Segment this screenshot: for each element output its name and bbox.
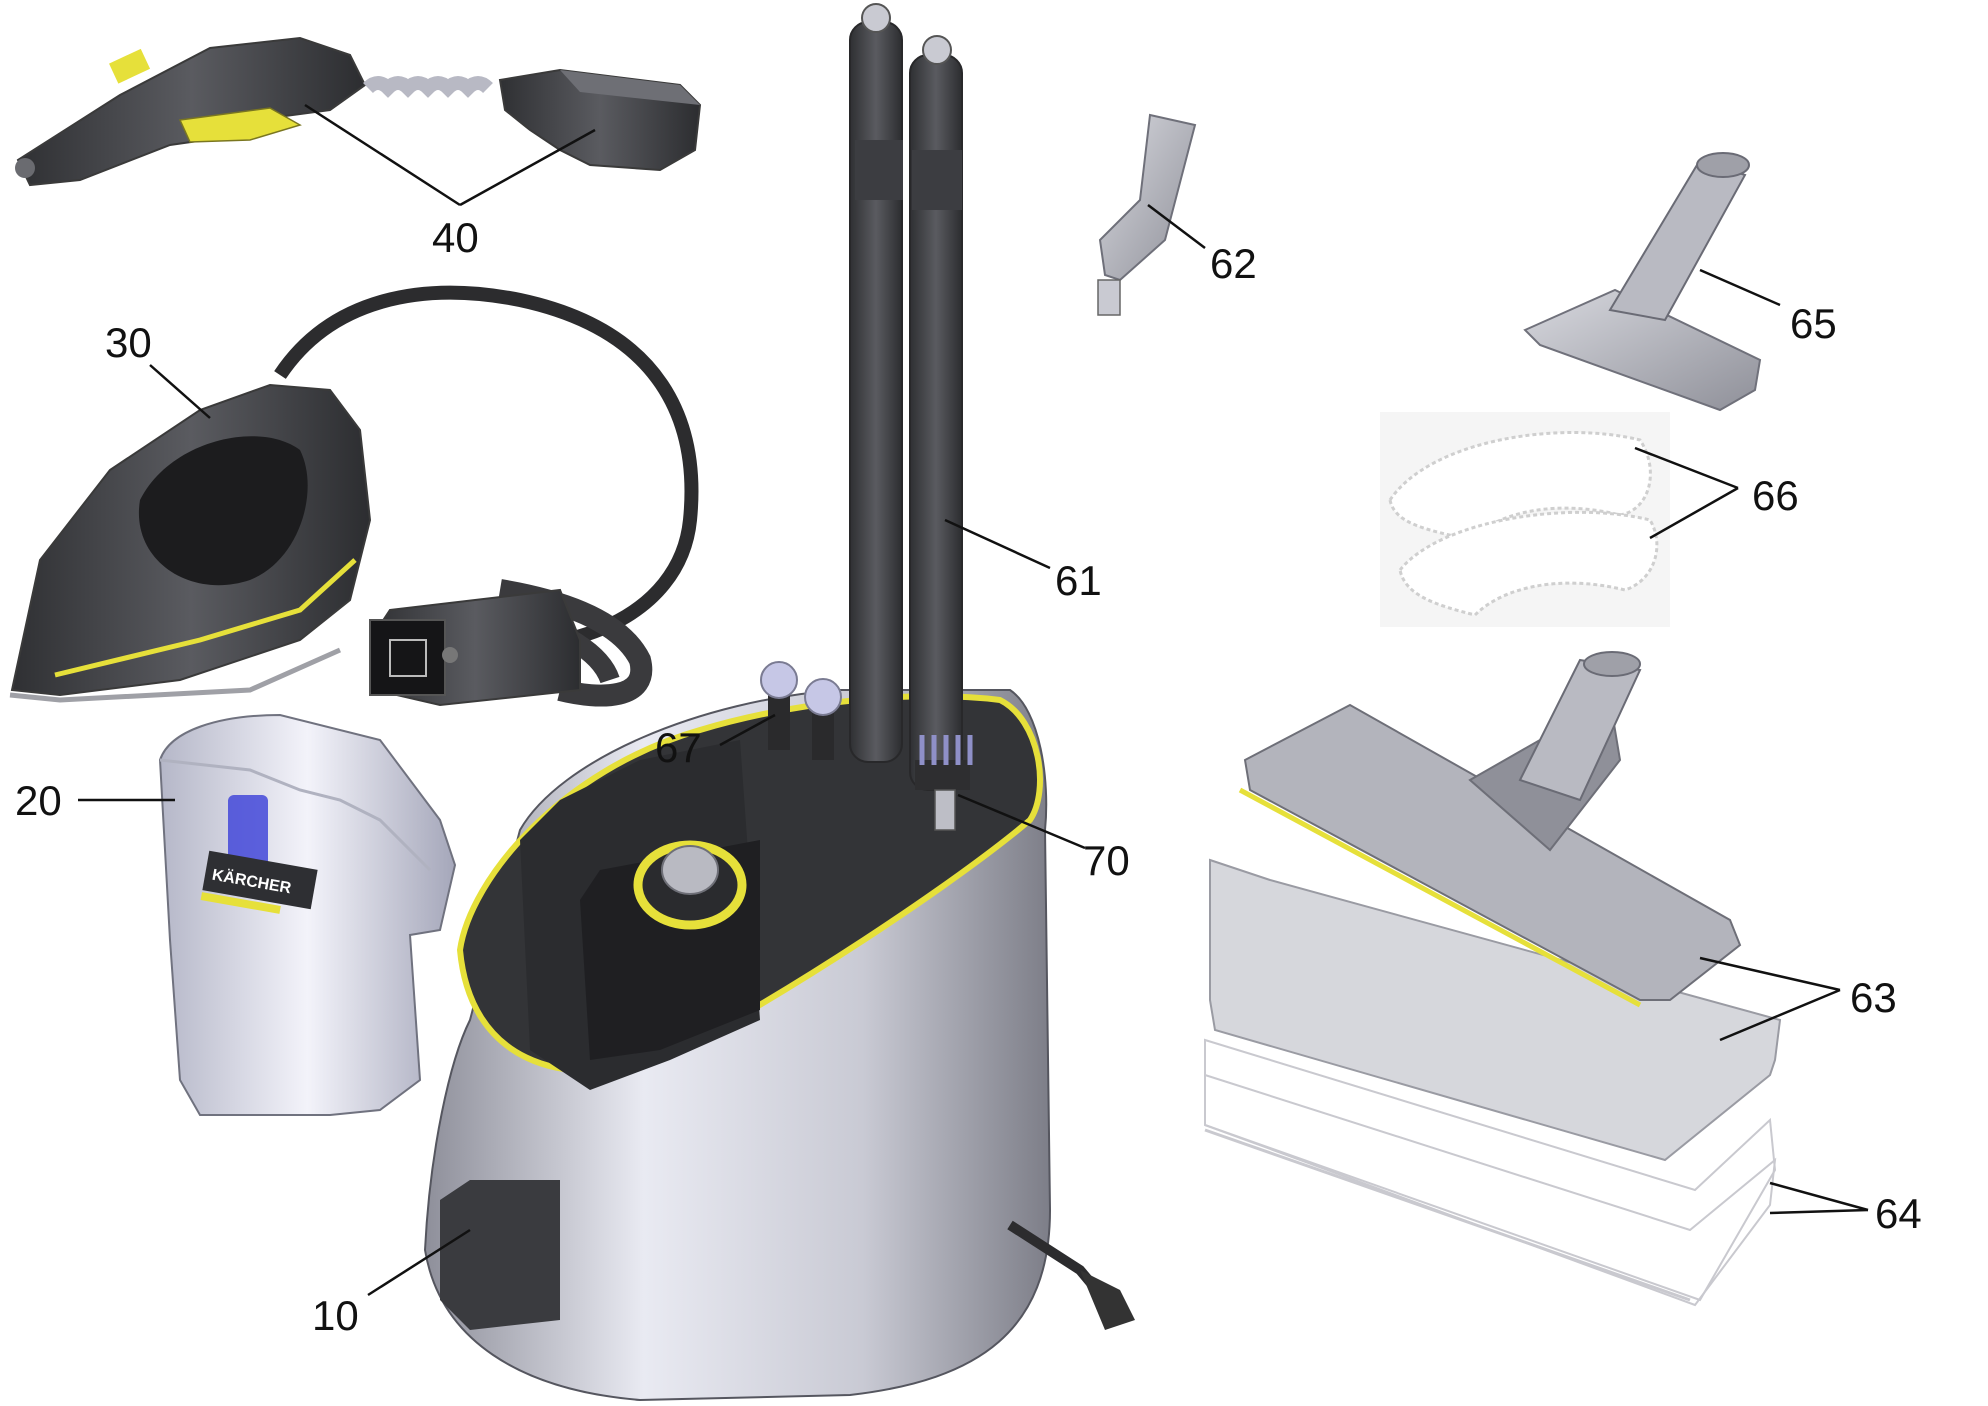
callout-label-65: 65 (1790, 300, 1837, 347)
callout-62: 62 (1147, 204, 1257, 287)
callout-label-64: 64 (1875, 1190, 1922, 1237)
callout-65: 65 (1699, 268, 1837, 347)
callout-64: 64 (1769, 1181, 1922, 1237)
callout-30: 30 (105, 319, 211, 419)
callout-10: 10 (312, 1228, 471, 1339)
hand-nozzle-part (1523, 152, 1762, 412)
point-jet-nozzle-part (1097, 113, 1197, 316)
steam-iron-part (9, 285, 699, 707)
callout-66: 66 (1634, 446, 1799, 540)
callout-20: 20 (15, 777, 175, 824)
callout-label-62: 62 (1210, 240, 1257, 287)
callout-label-40: 40 (432, 214, 479, 261)
round-brushes-part (760, 661, 842, 760)
callout-label-30: 30 (105, 319, 152, 366)
detail-brush-part (915, 735, 973, 831)
callout-70: 70 (957, 793, 1130, 884)
callout-40: 40 (304, 103, 596, 261)
callout-label-67: 67 (655, 724, 702, 771)
callout-label-61: 61 (1055, 557, 1102, 604)
callout-label-70: 70 (1083, 837, 1130, 884)
callout-label-63: 63 (1850, 974, 1897, 1021)
steam-gun-part (15, 36, 702, 187)
callout-63: 63 (1699, 956, 1897, 1042)
callout-61: 61 (944, 518, 1102, 604)
callout-label-20: 20 (15, 777, 62, 824)
microfibre-covers-part (1380, 412, 1670, 627)
floor-nozzle-part (1204, 651, 1782, 1307)
extension-tubes-part (849, 3, 963, 791)
base-unit-part (423, 689, 1135, 1402)
water-tank-part: KÄRCHER (158, 713, 457, 1116)
callout-label-66: 66 (1752, 472, 1799, 519)
callout-label-10: 10 (312, 1292, 359, 1339)
callout-67: 67 (655, 713, 776, 771)
